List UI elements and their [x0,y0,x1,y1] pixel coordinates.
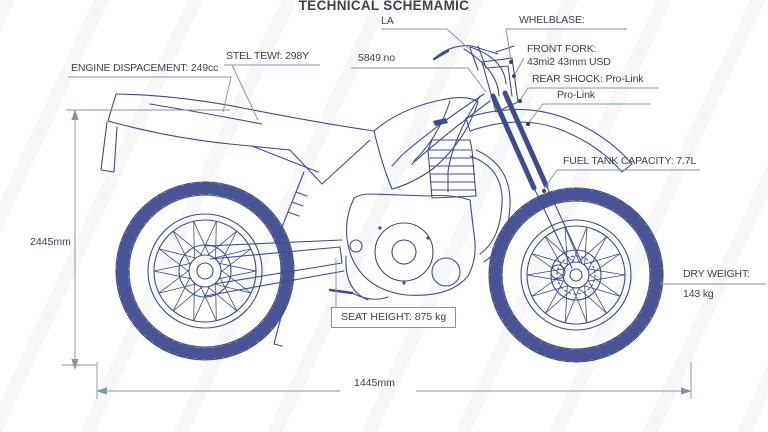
front-end [432,45,633,269]
rear-wheel [115,181,295,361]
callout-engine-displacement: ENGINE DISPACEMENT: 249cc [71,62,219,74]
callout-seat-height: SEAT HEIGHT: 875 kg [341,311,447,323]
schematic-title: TECHNICAL SCHEMAMIC [298,0,470,13]
bodywork-rear [100,93,375,243]
callout-leaders [68,28,766,307]
callout-top-dimension: 5849 no [358,52,395,64]
callout-front-fork-value: 43mi2 43mm USD [527,56,611,68]
callout-rear-shock: REAR SHOCK: Pro-Link [532,73,644,85]
callout-dry-weight-value: 143 kg [683,288,714,300]
dimension-overall-height: 2445mm [30,236,71,248]
callout-front-fork-title: FRONT FORK: [527,43,597,55]
engine [273,139,511,347]
callout-la: LA [381,15,394,27]
callout-steel-frame: STEL TEWf: 298Y [226,50,309,62]
callout-wheelbase: WHELBLASE: [519,14,585,26]
seat-height-box: SEAT HEIGHT: 875 kg [331,307,457,328]
callout-fuel-tank: FUEL TANK CAPACITY: 7.7L [563,155,697,167]
front-wheel [488,187,664,363]
bodywork-front [373,93,491,193]
swingarm [204,239,345,297]
callout-pro-link: Pro-Link [557,89,595,101]
motorcycle-line-art [100,45,664,363]
callout-dry-weight-label: DRY WEIGHT: [683,268,750,280]
dimension-overall-length: 1445mm [354,377,395,389]
dimension-lines [62,109,692,399]
